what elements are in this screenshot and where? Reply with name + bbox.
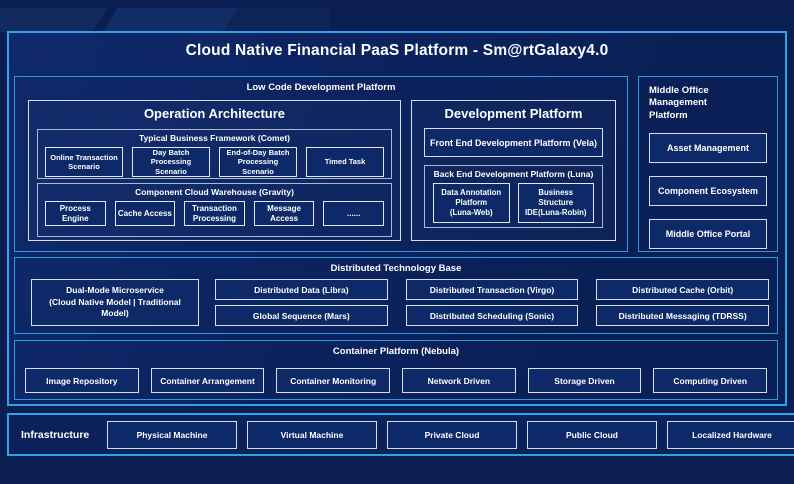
box-message-access: Message Access: [253, 201, 315, 226]
box-day-batch-processing-scenario: Day Batch Processing Scenario: [132, 147, 210, 178]
development-platform-title: Development Platform: [444, 106, 583, 121]
box-global-sequence-mars: Global Sequence (Mars): [215, 305, 388, 326]
comet-items-row: Online Transaction Scenario Day Batch Pr…: [45, 147, 384, 178]
box-distributed-cache-orbit: Distributed Cache (Orbit): [596, 279, 769, 300]
box-distributed-transaction-virgo: Distributed Transaction (Virgo): [405, 279, 579, 300]
box-component-ecosystem: Component Ecosystem: [649, 176, 767, 207]
box-container-monitoring: Container Monitoring: [276, 368, 391, 393]
page-title: Cloud Native Financial PaaS Platform - S…: [185, 42, 609, 59]
box-asset-management: Asset Management: [649, 133, 767, 164]
box-image-repository: Image Repository: [25, 368, 139, 393]
gravity-label: Component Cloud Warehouse (Gravity): [135, 187, 294, 197]
box-typical-business-framework-comet: Typical Business Framework (Comet) Onlin…: [37, 129, 392, 179]
section-infrastructure: Infrastructure Physical Machine Virtual …: [7, 413, 794, 456]
box-distributed-data-libra: Distributed Data (Libra): [215, 279, 388, 300]
box-computing-driven: Computing Driven: [653, 368, 768, 393]
distributed-label: Distributed Technology Base: [330, 263, 462, 274]
distributed-grid: Distributed Data (Libra) Distributed Tra…: [215, 279, 769, 326]
box-timed-task: Timed Task: [306, 147, 384, 178]
box-operation-architecture: Operation Architecture Typical Business …: [28, 100, 401, 241]
box-localized-hardware: Localized Hardware: [667, 420, 794, 449]
box-container-arrangement: Container Arrangement: [150, 368, 265, 393]
box-distributed-messaging-tdrss: Distributed Messaging (TDRSS): [596, 305, 769, 326]
main-panel: Cloud Native Financial PaaS Platform - S…: [7, 31, 787, 406]
box-virtual-machine: Virtual Machine: [247, 420, 377, 449]
top-decoration-band: [0, 8, 330, 32]
luna-label: Back End Development Platform (Luna): [433, 169, 594, 179]
luna-items-row: Data Annotation Platform (Luna-Web) Busi…: [433, 183, 594, 223]
decoration-parallelogram: [222, 8, 330, 32]
section-label: Low Code Development Platform: [246, 82, 396, 93]
box-network-driven: Network Driven: [402, 368, 516, 393]
box-front-end-development-platform-vela: Front End Development Platform (Vela): [424, 128, 603, 157]
box-storage-driven: Storage Driven: [527, 368, 642, 393]
box-physical-machine: Physical Machine: [107, 420, 237, 449]
box-middle-office-portal: Middle Office Portal: [649, 219, 767, 250]
operation-architecture-title: Operation Architecture: [143, 106, 286, 121]
box-dual-mode-microservice: Dual-Mode Microservice (Cloud Native Mod…: [31, 279, 199, 326]
box-end-of-day-batch-processing-scenario: End-of-Day Batch Processing Scenario: [219, 147, 297, 178]
box-business-structure-ide-luna-robin: Business Structure IDE(Luna-Robin): [517, 183, 594, 223]
box-transaction-processing: Transaction Processing: [184, 201, 245, 226]
box-online-transaction-scenario: Online Transaction Scenario: [45, 147, 123, 178]
box-distributed-scheduling-sonic: Distributed Scheduling (Sonic): [405, 305, 579, 326]
decoration-parallelogram: [102, 8, 238, 32]
box-cache-access: Cache Access: [114, 201, 176, 226]
section-low-code-development-platform: Low Code Development Platform Operation …: [14, 76, 628, 252]
section-container-platform-nebula: Container Platform (Nebula) Image Reposi…: [14, 340, 778, 400]
comet-label: Typical Business Framework (Comet): [139, 133, 290, 143]
decoration-parallelogram: [0, 8, 108, 32]
container-platform-label: Container Platform (Nebula): [332, 346, 460, 357]
section-distributed-technology-base: Distributed Technology Base Dual-Mode Mi…: [14, 257, 778, 334]
box-ellipsis: ......: [323, 201, 384, 226]
middle-office-label: Middle Office Management Platform: [649, 85, 709, 121]
box-development-platform: Development Platform Front End Developme…: [411, 100, 616, 241]
box-data-annotation-platform-luna-web: Data Annotation Platform (Luna-Web): [433, 183, 510, 223]
box-private-cloud: Private Cloud: [387, 420, 517, 449]
distributed-content: Dual-Mode Microservice (Cloud Native Mod…: [31, 279, 769, 326]
box-public-cloud: Public Cloud: [527, 420, 657, 449]
container-platform-row: Image Repository Container Arrangement C…: [25, 368, 768, 393]
box-component-cloud-warehouse-gravity: Component Cloud Warehouse (Gravity) Proc…: [37, 183, 392, 237]
box-back-end-development-platform-luna: Back End Development Platform (Luna) Dat…: [424, 165, 603, 228]
infrastructure-label: Infrastructure: [21, 428, 90, 441]
section-middle-office-management-platform: Middle Office Management Platform Asset …: [638, 76, 778, 252]
gravity-items-row: Process Engine Cache Access Transaction …: [45, 201, 384, 226]
box-process-engine: Process Engine: [45, 201, 106, 226]
